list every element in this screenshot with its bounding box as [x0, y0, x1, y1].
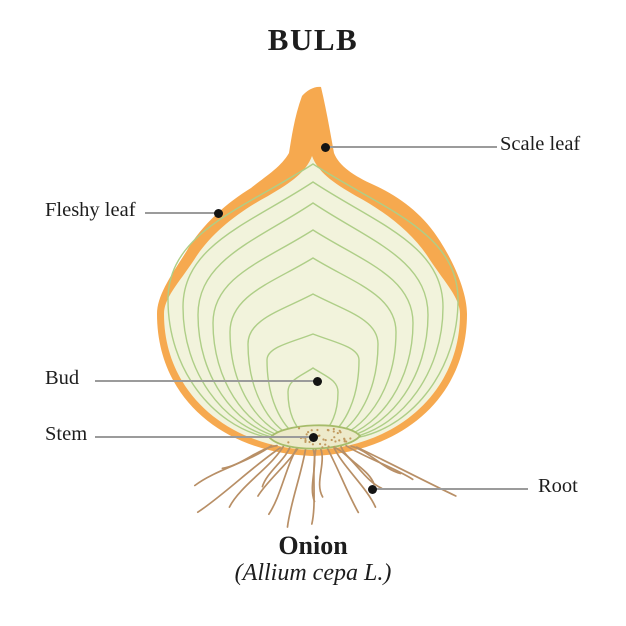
- diagram-title: BULB: [267, 22, 359, 57]
- stem-stipple: [287, 427, 352, 449]
- leader-dot-bud: [312, 376, 322, 386]
- caption-common-name: Onion: [278, 531, 348, 560]
- label-bud: Bud: [45, 367, 80, 389]
- leader-dot-stem: [308, 432, 318, 442]
- leader-line-scale-leaf: [325, 146, 497, 148]
- leader-line-root: [372, 488, 528, 490]
- label-fleshy-leaf: Fleshy leaf: [45, 199, 136, 221]
- leader-line-stem: [95, 436, 313, 438]
- leader-line-fleshy-leaf: [145, 212, 218, 214]
- label-scale-leaf: Scale leaf: [500, 133, 581, 155]
- leader-line-bud: [95, 380, 317, 382]
- onion-flesh: [164, 156, 460, 450]
- caption-latin-name: (Allium cepa L.): [234, 560, 392, 586]
- label-stem: Stem: [45, 423, 88, 445]
- roots: [193, 442, 457, 528]
- label-root: Root: [538, 475, 578, 497]
- onion-layers: [167, 163, 459, 438]
- leader-dot-scale-leaf: [320, 142, 330, 152]
- leader-dot-root: [367, 484, 377, 494]
- leader-dot-fleshy-leaf: [213, 208, 223, 218]
